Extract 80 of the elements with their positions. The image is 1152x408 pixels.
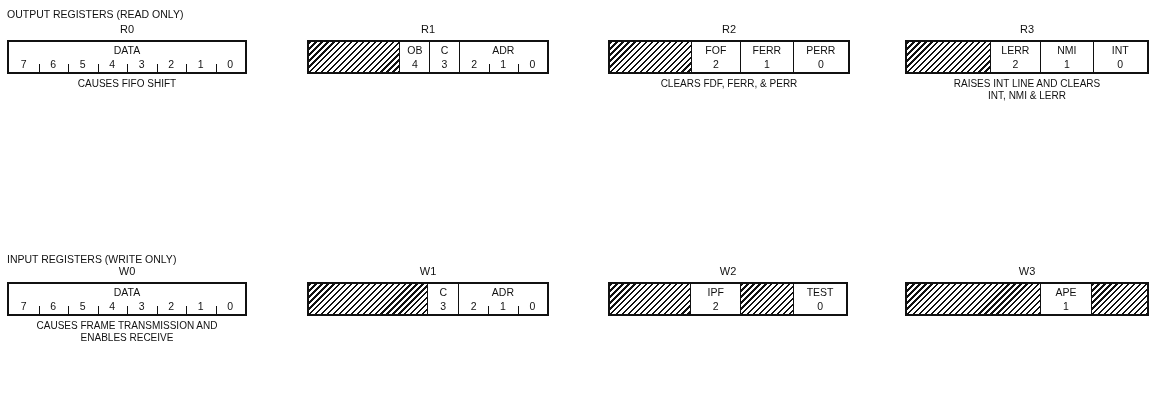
field-name: NMI xyxy=(1056,44,1078,57)
register-caption: CAUSES FRAME TRANSMISSION AND ENABLES RECEIVE xyxy=(35,320,219,344)
register xyxy=(307,22,549,74)
bit-number: 3 xyxy=(127,58,157,71)
field-name: IPF xyxy=(706,286,725,299)
bit-number: 2 xyxy=(1011,58,1020,71)
register xyxy=(608,22,850,90)
field-name: FERR xyxy=(751,44,783,57)
bit-number: 4 xyxy=(97,58,127,71)
register-name: W0 xyxy=(118,265,136,278)
register xyxy=(7,264,247,344)
bit-number: 3 xyxy=(439,300,448,313)
field-name: C xyxy=(439,44,450,57)
bit-number: 2 xyxy=(469,300,478,313)
bit-number: 1 xyxy=(488,58,518,71)
field-name: ADR xyxy=(491,44,516,57)
register-name: R2 xyxy=(721,22,737,36)
field-name: APE xyxy=(1054,286,1078,299)
bit-number: 0 xyxy=(517,58,547,71)
bit-number: 3 xyxy=(440,58,449,71)
bit-number: 6 xyxy=(38,58,68,71)
register xyxy=(307,264,549,316)
bit-number: 1 xyxy=(762,58,771,71)
bit-number: 7 xyxy=(19,300,28,313)
field-name: DATA xyxy=(112,286,142,299)
bit-number: 2 xyxy=(156,58,186,71)
register-caption: CLEARS FDF, FERR, & PERR xyxy=(659,78,799,90)
bit-number: 5 xyxy=(68,58,98,71)
bit-number: 3 xyxy=(127,300,157,313)
bit-number: 1 xyxy=(186,58,216,71)
bit-number: 2 xyxy=(711,300,720,313)
reserved-hatched-field xyxy=(907,284,1040,314)
section-heading: INPUT REGISTERS (WRITE ONLY) xyxy=(7,253,177,265)
reserved-hatched-field xyxy=(610,42,691,72)
reserved-hatched-field xyxy=(309,42,400,72)
bit-number: 0 xyxy=(816,300,824,313)
register xyxy=(608,264,848,316)
reserved-hatched-field xyxy=(1091,284,1147,314)
register-caption: CAUSES FIFO SHIFT xyxy=(76,78,178,90)
field-name: PERR xyxy=(805,44,837,57)
bit-number: 4 xyxy=(97,300,127,313)
register-name: R3 xyxy=(1019,22,1035,36)
bit-number: 4 xyxy=(410,58,419,71)
bit-number: 0 xyxy=(1116,58,1125,71)
reserved-hatched-field xyxy=(740,284,794,314)
reserved-hatched-field xyxy=(309,284,428,314)
bit-number: 0 xyxy=(517,300,547,313)
field-name: INT xyxy=(1110,44,1130,57)
field-name: ADR xyxy=(490,286,515,299)
register xyxy=(7,22,247,90)
bit-number: 6 xyxy=(38,300,68,313)
register-caption: RAISES INT LINE AND CLEARS INT, NMI & LERR xyxy=(952,78,1102,102)
field-name: LERR xyxy=(1000,44,1031,57)
bit-number: 2 xyxy=(470,58,479,71)
register xyxy=(905,264,1149,316)
bit-number: 7 xyxy=(19,58,28,71)
bit-number: 1 xyxy=(1062,300,1070,313)
field-name: DATA xyxy=(112,44,142,57)
register xyxy=(905,22,1149,102)
bit-number: 0 xyxy=(215,58,245,71)
reserved-hatched-field xyxy=(610,284,691,314)
bit-number: 2 xyxy=(711,58,720,71)
bit-number: 1 xyxy=(488,300,518,313)
register-name: R0 xyxy=(119,22,135,36)
register-name: R1 xyxy=(420,22,436,36)
bit-number: 2 xyxy=(156,300,186,313)
reserved-hatched-field xyxy=(907,42,990,72)
bit-number: 1 xyxy=(186,300,216,313)
field-name: C xyxy=(438,286,448,299)
field-name: TEST xyxy=(805,286,835,299)
register-name: W2 xyxy=(719,264,737,278)
section-heading: OUTPUT REGISTERS (READ ONLY) xyxy=(7,8,184,20)
field-name: OB xyxy=(406,44,424,57)
register-name: W1 xyxy=(419,264,437,278)
field-name: FOF xyxy=(704,44,728,57)
bit-number: 0 xyxy=(215,300,245,313)
bit-number: 0 xyxy=(816,58,825,71)
bit-number: 1 xyxy=(1062,58,1071,71)
bit-number: 5 xyxy=(68,300,98,313)
register-name: W3 xyxy=(1018,264,1036,278)
